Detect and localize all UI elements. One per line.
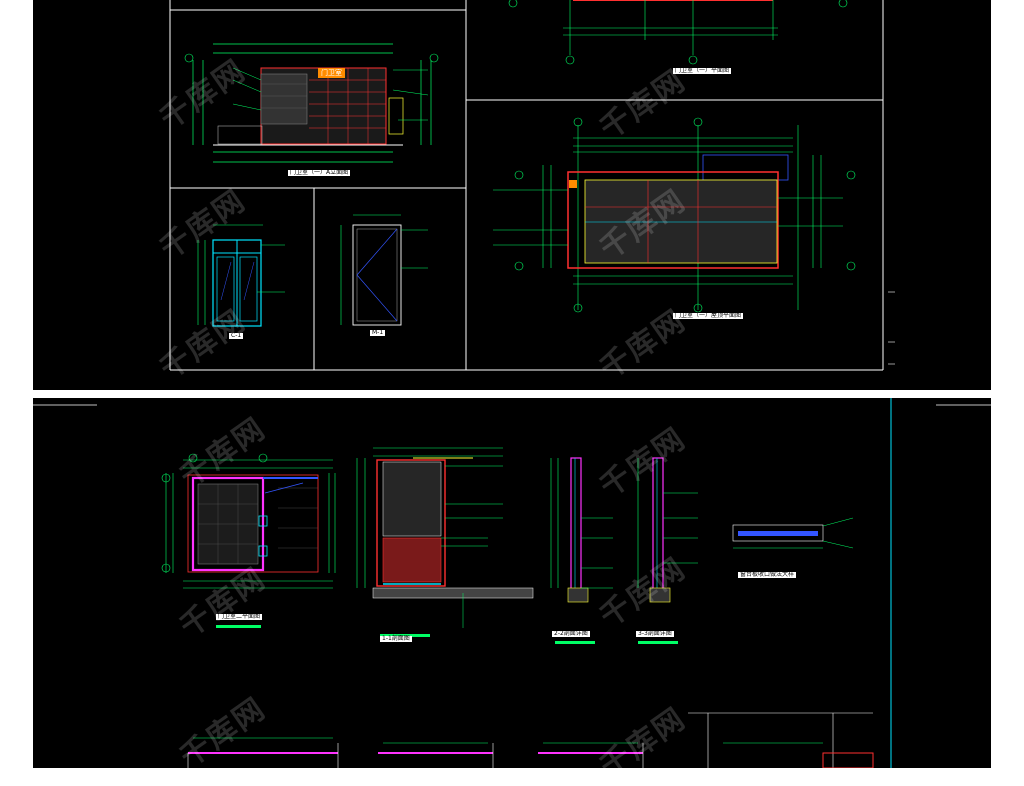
sill-detail-drawing <box>732 517 854 549</box>
section3-title: 3-3剖面详图 <box>636 630 674 637</box>
roof-plan-drawing <box>493 117 856 313</box>
elevation-drawing <box>184 43 439 163</box>
stone-hatch <box>260 73 308 125</box>
door-title: M-1 <box>370 329 386 336</box>
drawing-sheet-bottom: 门卫室二平面图 1-1剖面图 2-2剖面详图 3-3剖面详图 窗台板收口做法大样… <box>33 398 991 785</box>
window-drawing <box>197 224 285 327</box>
drawing-sheet-top: 门卫室 门卫室（一）A立面图 门卫室（一）平面图 门卫室（一）屋顶平面图 C-1… <box>33 0 991 390</box>
detail-title: 窗台板收口做法大样 <box>738 571 797 578</box>
plan-top-drawing <box>508 0 848 65</box>
section2-title: 2-2剖面详图 <box>552 630 590 637</box>
door-drawing <box>340 214 428 326</box>
section3-drawing <box>637 457 698 644</box>
sheet2-linework <box>33 398 991 768</box>
plan2-drawing <box>161 453 336 628</box>
elevation-title: 门卫室（一）A立面图 <box>288 169 351 176</box>
section1-drawing <box>356 447 534 637</box>
bottom-partial-drawings <box>187 712 874 768</box>
roof-plan-title: 门卫室（一）屋顶平面图 <box>673 312 744 319</box>
plan2-title: 门卫室二平面图 <box>216 613 263 620</box>
section2-drawing <box>550 457 613 644</box>
plan-top-title: 门卫室（一）平面图 <box>673 67 732 74</box>
section1-title: 1-1剖面图 <box>380 635 412 642</box>
elevation-tag: 门卫室 <box>318 68 345 78</box>
window-title: C-1 <box>229 332 244 339</box>
sheet1-linework <box>169 0 895 371</box>
